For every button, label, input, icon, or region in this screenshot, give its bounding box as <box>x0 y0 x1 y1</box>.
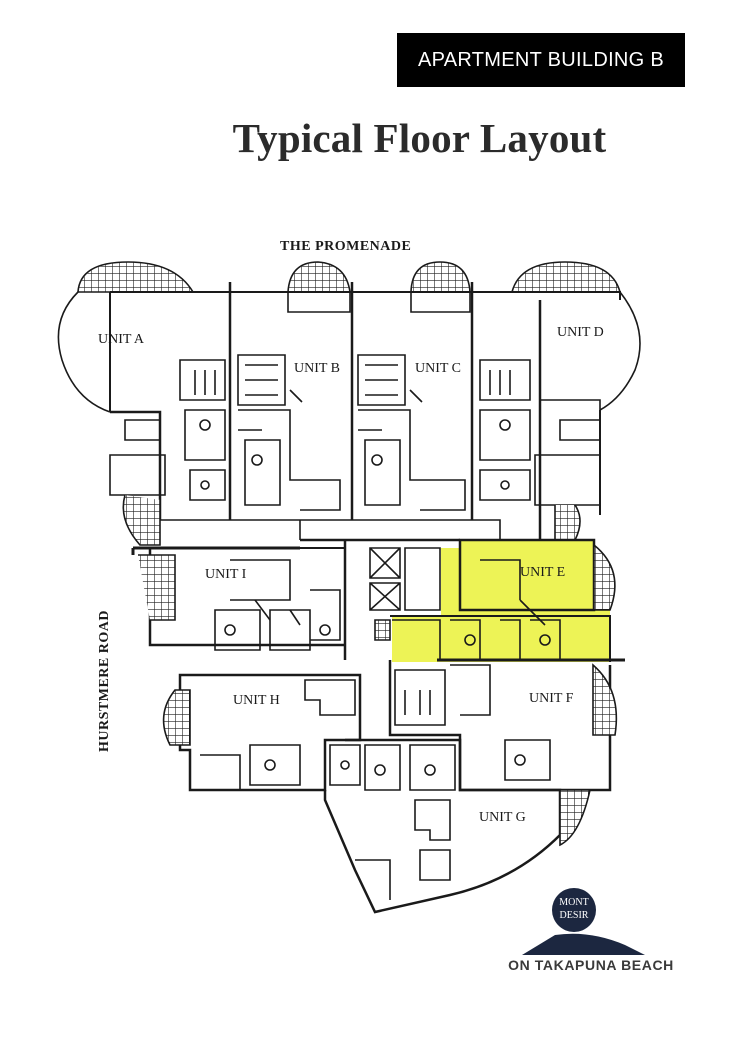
svg-text:MONT: MONT <box>559 897 588 908</box>
unit-g-label: UNIT G <box>479 810 526 825</box>
unit-i-label: UNIT I <box>205 567 247 582</box>
unit-a-label: UNIT A <box>98 332 145 347</box>
unit-f-label: UNIT F <box>529 691 574 706</box>
balcony-unit-d <box>510 261 641 411</box>
unit-b-label: UNIT B <box>294 361 340 376</box>
street-label-hurstmere: HURSTMERE ROAD <box>97 610 112 752</box>
balcony-unit-a <box>57 261 195 413</box>
unit-d-label: UNIT D <box>557 325 604 340</box>
mont-desir-logo: MONT DESIR <box>522 888 645 955</box>
unit-c-label: UNIT C <box>415 361 461 376</box>
page-title: Typical Floor Layout <box>232 115 607 161</box>
balcony-unit-c <box>410 261 471 313</box>
svg-text:DESIR: DESIR <box>560 910 589 921</box>
unit-e-highlight <box>392 540 614 662</box>
unit-e-label: UNIT E <box>520 565 565 580</box>
brand-tagline: ON TAKAPUNA BEACH <box>508 957 674 973</box>
unit-h-label: UNIT H <box>233 693 280 708</box>
balcony-unit-b <box>287 261 351 313</box>
building-tag: APARTMENT BUILDING B <box>397 33 685 87</box>
street-label-promenade: THE PROMENADE <box>280 239 411 254</box>
